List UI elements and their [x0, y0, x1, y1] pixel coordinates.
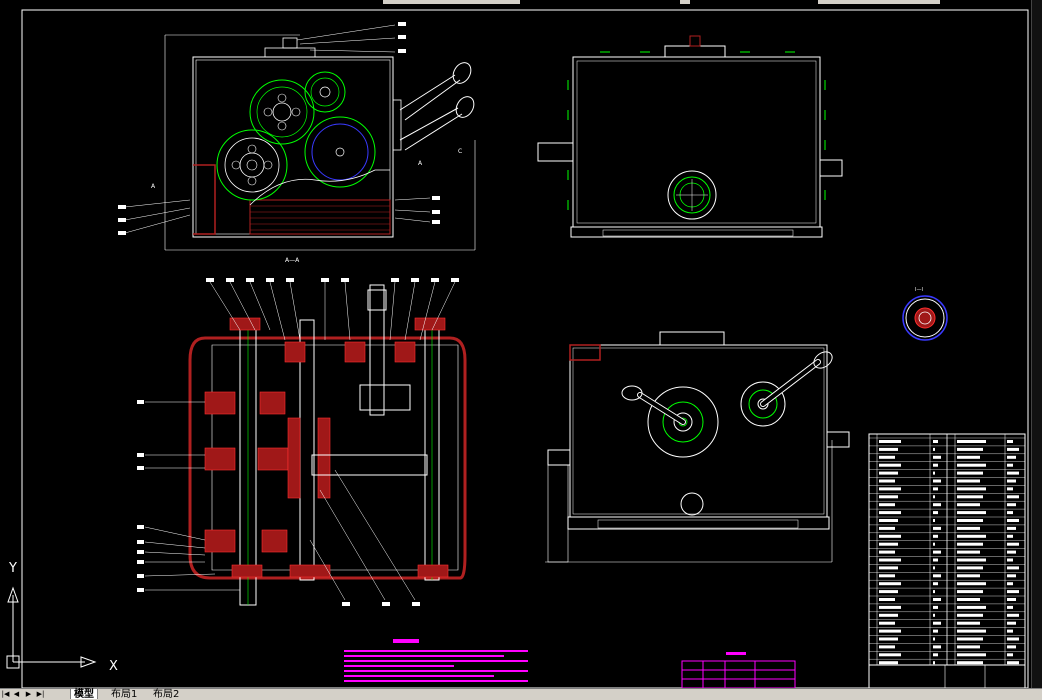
ucs-icon: Y X [6, 561, 118, 674]
tab-layout1[interactable]: 布局1 [111, 689, 138, 700]
top-toolbar-strip-1 [383, 0, 520, 4]
next-icon[interactable]: ▶ [25, 690, 32, 698]
view-detail-ii: I—I [902, 287, 948, 341]
tab-layout2[interactable]: 布局2 [153, 689, 180, 700]
section-marker-c: C [458, 148, 462, 155]
top-toolbar-strip-2 [680, 0, 690, 4]
layout-tab-bar: |◀ ◀ ▶ ▶| 模型 布局1 布局2 [0, 688, 1042, 700]
vertical-scrollbar[interactable] [1031, 0, 1042, 688]
detail-view-title: I—I [915, 287, 923, 293]
tab-model[interactable]: 模型 [70, 689, 98, 700]
cad-drawing[interactable]: A A C A—A [0, 0, 1031, 688]
gear-parameter-table [681, 652, 796, 688]
ucs-x-label: X [109, 659, 118, 674]
section-marker-a-left: A [151, 183, 156, 190]
view-plan-section [137, 278, 467, 606]
top-toolbar-strip-3 [818, 0, 940, 4]
parts-list-table [868, 433, 1026, 688]
last-icon[interactable]: ▶| [36, 690, 45, 698]
section-marker-a-right: A [418, 160, 423, 167]
first-icon[interactable]: |◀ [1, 690, 10, 698]
technical-requirements [344, 639, 528, 682]
view-title-aa: A—A [285, 257, 300, 264]
view-front-elevation [537, 35, 843, 238]
prev-icon[interactable]: ◀ [13, 690, 20, 698]
parts-list-rows [869, 437, 1025, 665]
view-section-aa: A A C A—A [118, 22, 476, 264]
ucs-y-label: Y [8, 561, 17, 576]
view-side-elevation [545, 331, 850, 563]
